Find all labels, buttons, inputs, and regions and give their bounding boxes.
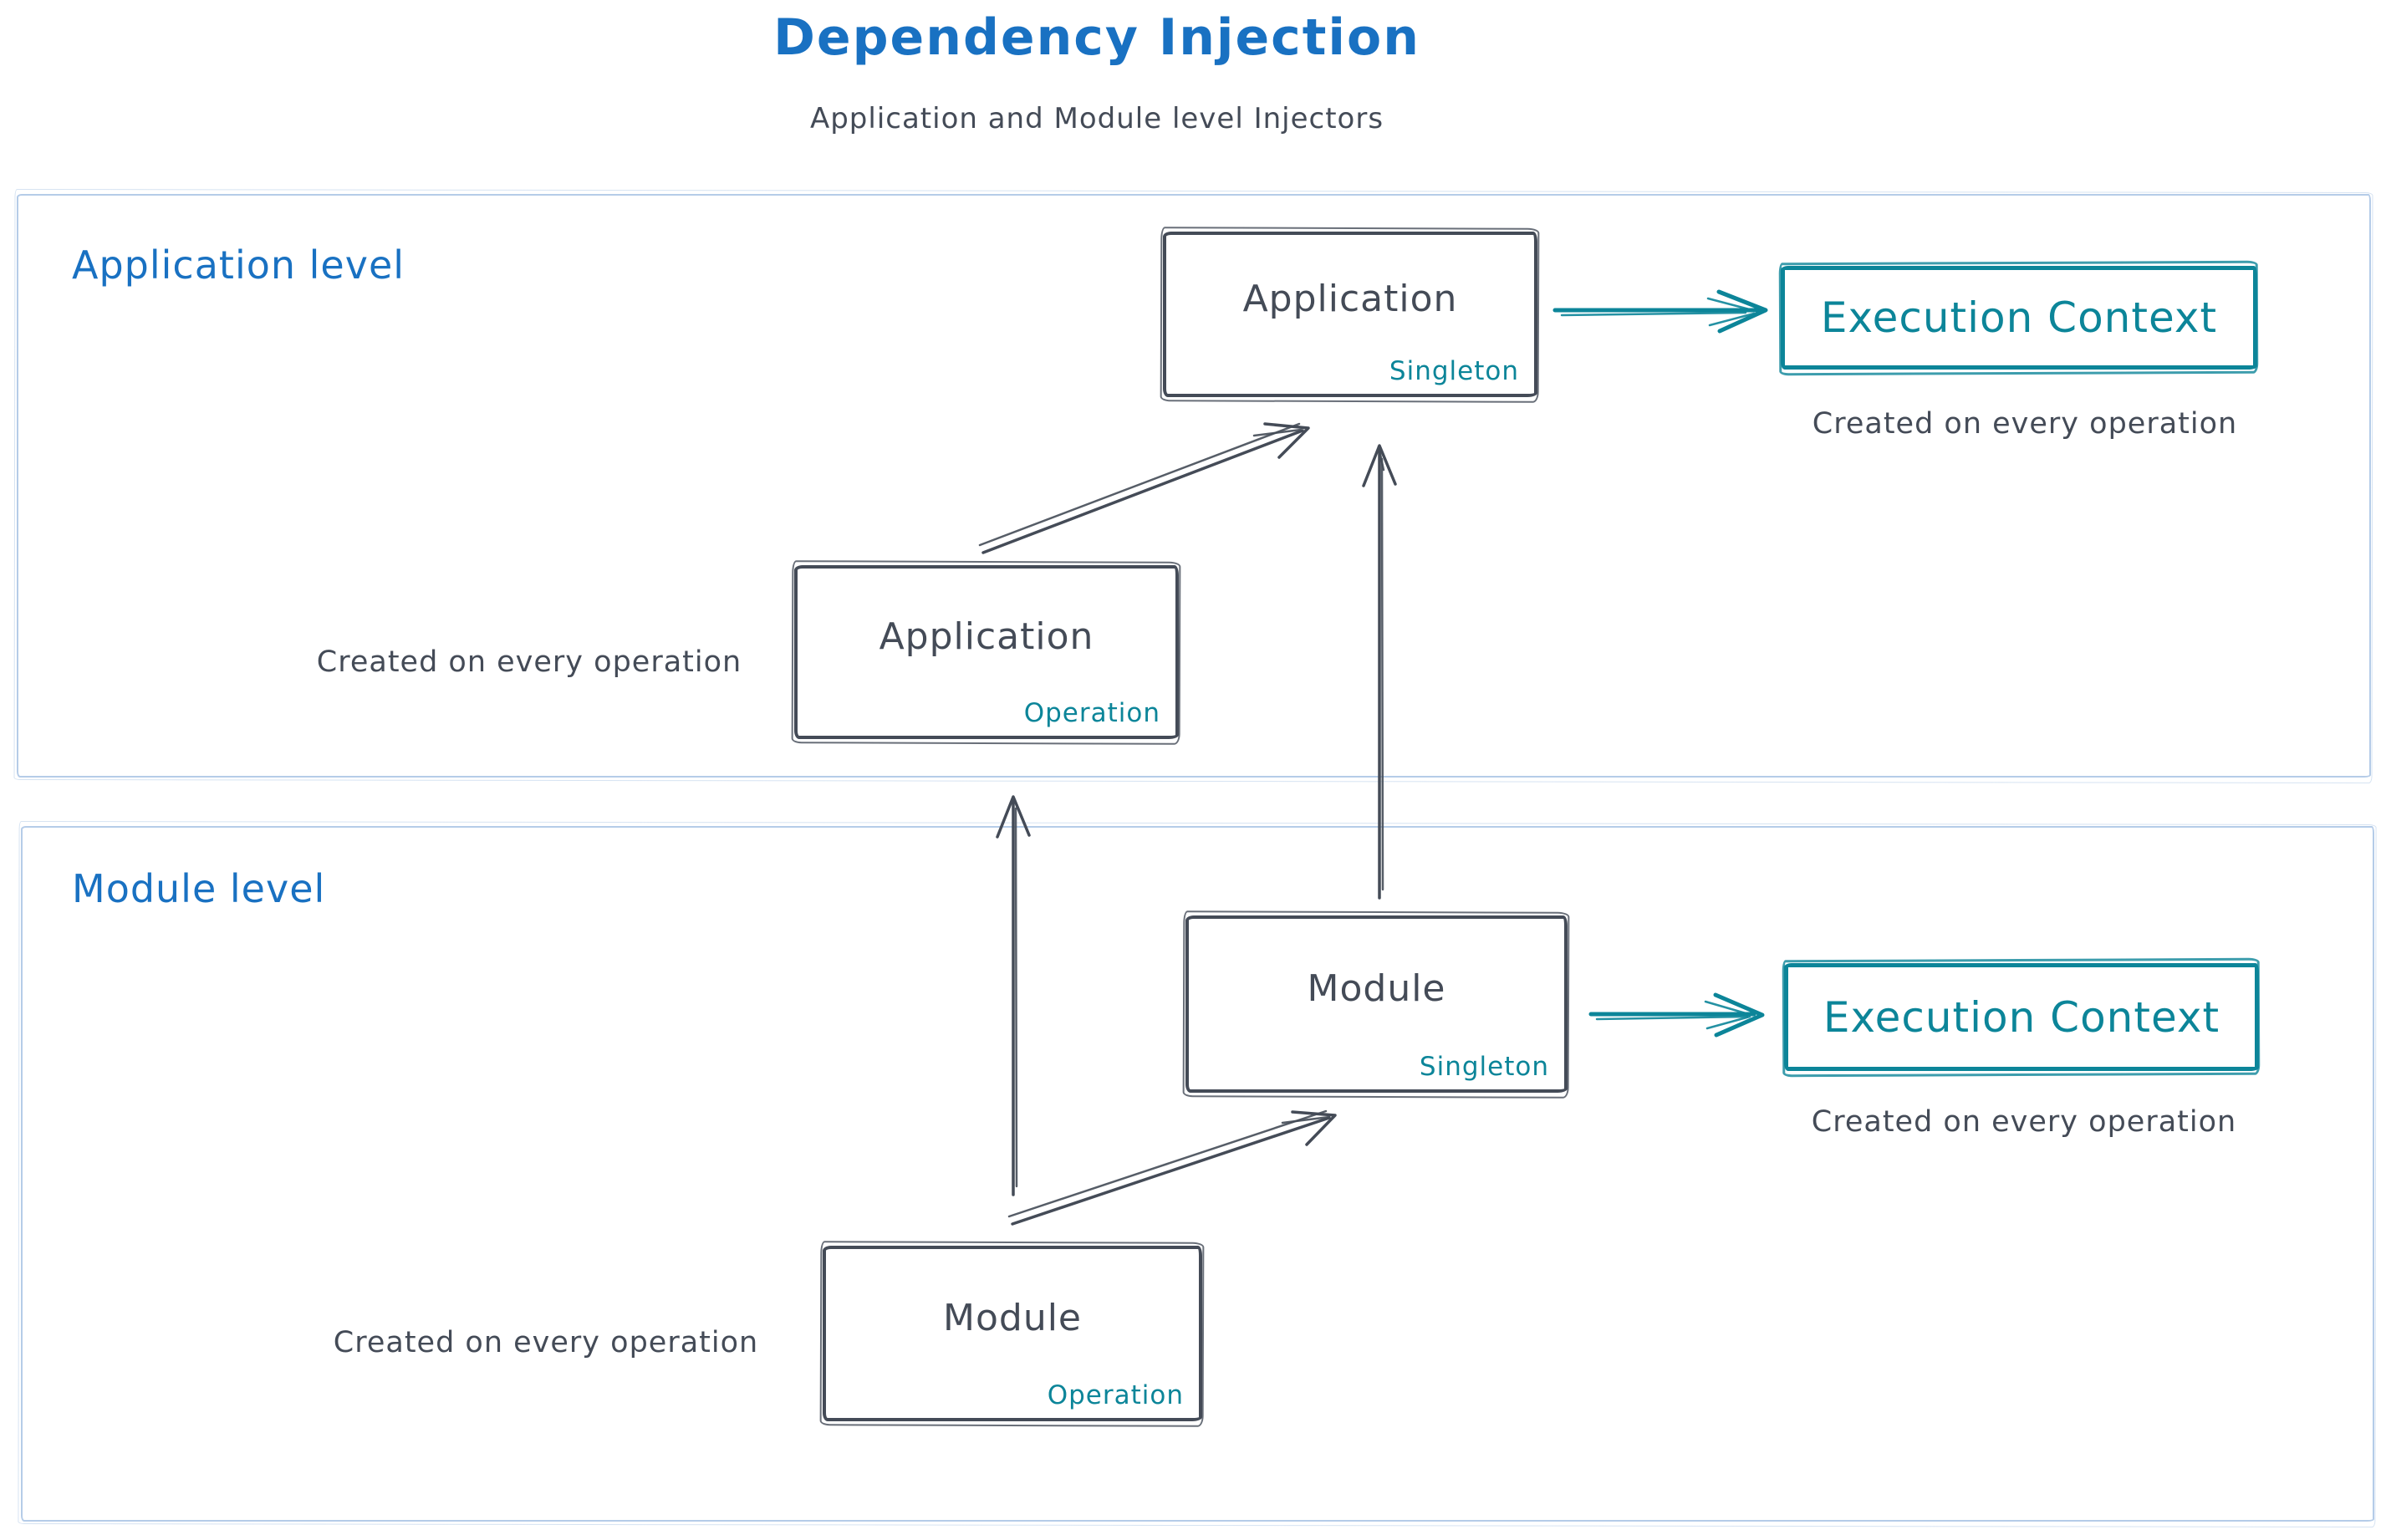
module-level-label: Module level (72, 866, 326, 911)
caption-application-operation: Created on every operation (316, 645, 742, 679)
node-module-operation: Module Operation (823, 1246, 1202, 1421)
node-execution-context-application: Execution Context (1781, 266, 2257, 370)
node-execution-context-module: Execution Context (1784, 963, 2259, 1071)
section-module-level: Module level (21, 826, 2374, 1522)
node-application-operation: Application Operation (794, 565, 1179, 739)
page-title: Dependency Injection (773, 8, 1420, 67)
node-title: Module (943, 1296, 1082, 1339)
execution-context-title: Execution Context (1823, 992, 2220, 1042)
page-subtitle: Application and Module level Injectors (809, 102, 1384, 135)
operation-badge: Operation (1023, 698, 1160, 728)
singleton-badge: Singleton (1419, 1052, 1549, 1082)
caption-module-operation: Created on every operation (333, 1326, 759, 1359)
singleton-badge: Singleton (1389, 356, 1519, 386)
node-title: Application (879, 614, 1094, 658)
application-level-label: Application level (72, 242, 405, 288)
node-title: Module (1307, 966, 1446, 1010)
section-application-level: Application level (17, 194, 2371, 778)
operation-badge: Operation (1047, 1380, 1184, 1410)
node-title: Application (1242, 277, 1458, 320)
caption-execution-context-module: Created on every operation (1811, 1105, 2237, 1139)
node-application-singleton: Application Singleton (1163, 232, 1537, 397)
node-module-singleton: Module Singleton (1185, 915, 1568, 1093)
caption-execution-context-application: Created on every operation (1812, 407, 2238, 441)
execution-context-title: Execution Context (1820, 293, 2218, 342)
